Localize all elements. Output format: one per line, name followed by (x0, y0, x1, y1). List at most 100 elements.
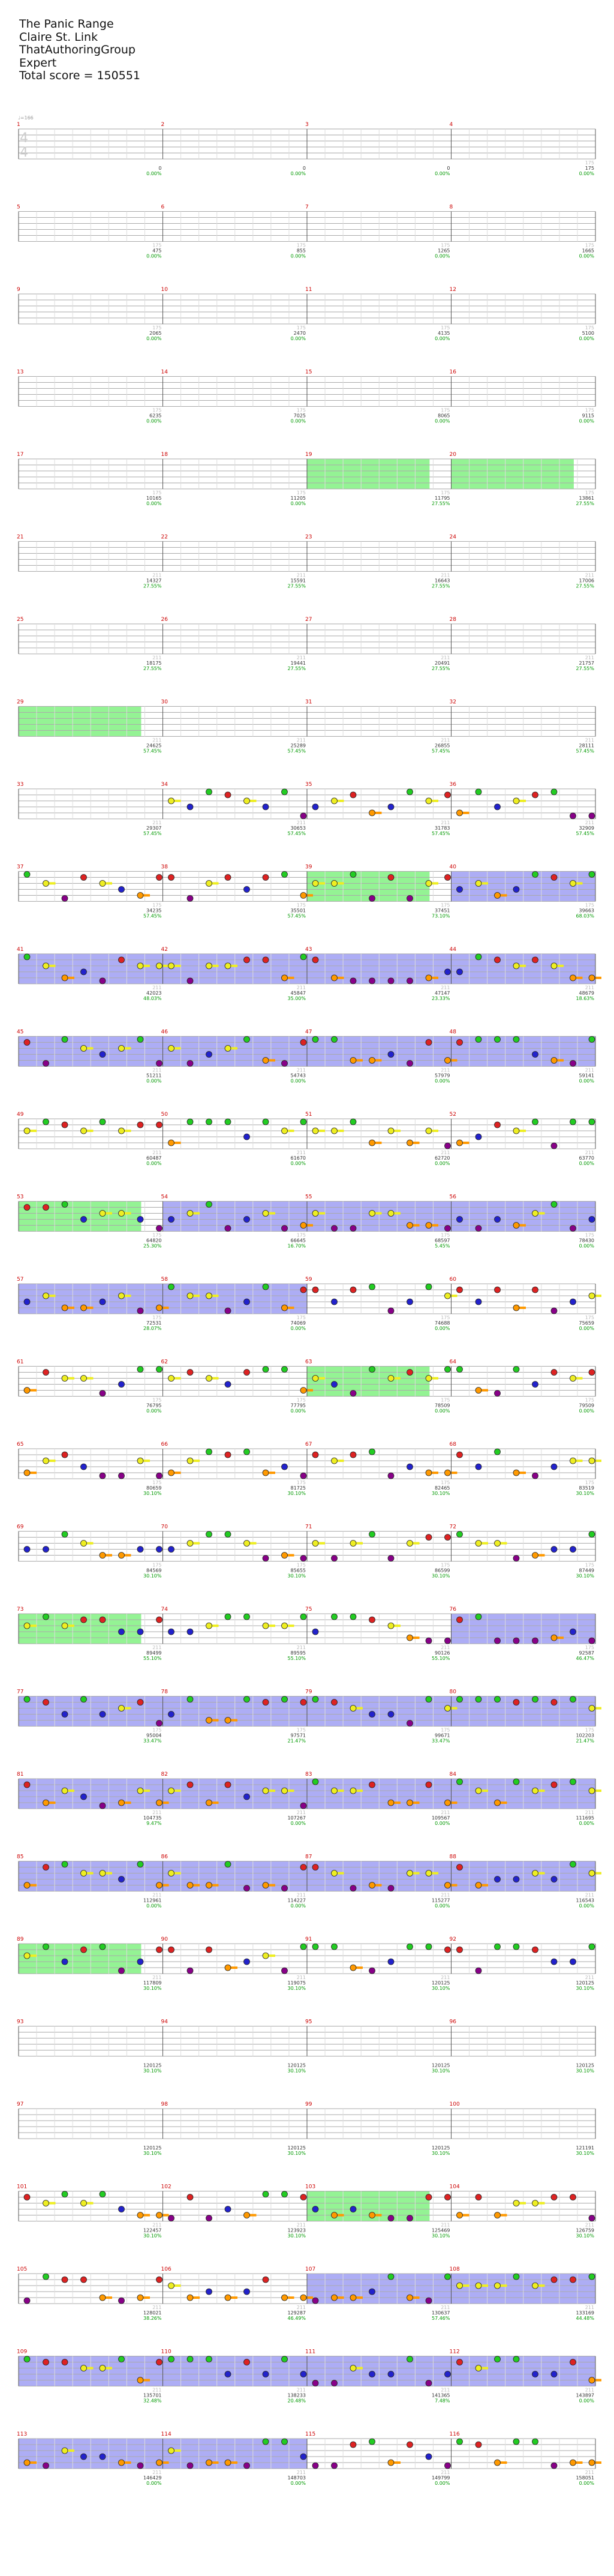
note (350, 1787, 357, 1794)
note (137, 2377, 144, 2383)
note (312, 1286, 319, 1293)
note (456, 968, 463, 975)
note (186, 1457, 194, 1464)
sustain-tail (27, 2461, 37, 2464)
note (513, 2273, 520, 2280)
measure-multiplier: 175 (152, 1728, 161, 1733)
measure-score: 2470 (294, 331, 306, 336)
note (168, 2356, 174, 2362)
measure-number: 77 (17, 1689, 23, 1695)
note (588, 1216, 595, 1223)
sustain-tail (159, 1884, 169, 1887)
measure-score: 78430 (579, 1238, 594, 1244)
note (61, 895, 68, 902)
measure-multiplier: 175 (441, 325, 450, 331)
note (118, 1628, 125, 1635)
measure-number: 111 (305, 2349, 315, 2355)
measure-score: 14327 (146, 578, 161, 584)
note (456, 2282, 463, 2289)
sustain-tail (266, 1212, 275, 1215)
measure-percent: 25.30% (143, 1244, 162, 1249)
measure-number: 94 (161, 2019, 168, 2025)
measure-number: 71 (305, 1524, 312, 1530)
note (331, 1943, 338, 1950)
sustain-tail (410, 1224, 420, 1227)
note (312, 1864, 319, 1871)
measure-score: 16643 (435, 578, 450, 584)
measure-score: 66645 (291, 1238, 306, 1244)
note (99, 880, 106, 887)
measure-number: 81 (17, 1772, 23, 1778)
note (444, 874, 451, 881)
measure-percent: 0.00% (146, 501, 162, 506)
note (387, 874, 395, 881)
note (137, 892, 144, 899)
sustain-tail (46, 1802, 56, 1804)
measure-number: 13 (17, 370, 23, 376)
note (118, 886, 125, 893)
sustain-tail (159, 1307, 169, 1309)
sustain-tail (83, 1542, 94, 1545)
measure-number: 80 (450, 1689, 457, 1695)
note (312, 1628, 319, 1635)
note (331, 1870, 338, 1877)
note (494, 1390, 501, 1397)
measure-percent: 0.00% (579, 1326, 595, 1331)
note (243, 956, 250, 963)
note (156, 1616, 162, 1623)
measure-percent: 0.00% (291, 1821, 306, 1826)
note (550, 962, 558, 969)
measure-multiplier: 175 (441, 903, 450, 908)
note (61, 1375, 68, 1382)
measure-percent: 0.00% (579, 1079, 595, 1084)
measure-number: 65 (17, 1442, 23, 1448)
note (168, 2282, 174, 2289)
measure-percent: 30.10% (143, 2233, 162, 2239)
note (331, 880, 338, 887)
note (588, 871, 595, 878)
note (513, 2200, 520, 2206)
sustain-tail (228, 1966, 237, 1969)
sustain-tail (535, 1554, 545, 1557)
measure-score: 120125 (143, 2145, 162, 2151)
note (156, 1472, 162, 1479)
note (369, 1366, 375, 1373)
measure-multiplier: 211 (152, 820, 161, 825)
note (369, 977, 375, 984)
measure-score: 143897 (576, 2393, 594, 2398)
measure-number: 74 (161, 1607, 168, 1613)
note (262, 1210, 269, 1217)
measure-multiplier: 211 (297, 2223, 306, 2228)
measure-percent: 35.00% (287, 996, 306, 1001)
note (23, 1546, 31, 1553)
sustain-tail (497, 1542, 507, 1545)
sustain-tail (535, 1212, 545, 1215)
sustain-tail (246, 2214, 257, 2217)
measure-score: 47147 (435, 990, 450, 996)
sustain-tail (65, 1790, 74, 1792)
measure-score: 0 (303, 166, 306, 171)
note (387, 803, 395, 810)
note (118, 1210, 125, 1217)
measure-score: 102203 (576, 1733, 594, 1739)
sustain-tail (103, 1554, 112, 1557)
sustain-tail (592, 1707, 601, 1710)
note (206, 2356, 212, 2362)
note (186, 895, 194, 902)
measure-score: 855 (297, 248, 306, 254)
note (137, 1628, 144, 1635)
note (350, 2441, 357, 2448)
measure-percent: 0.00% (579, 1244, 595, 1249)
note (61, 2447, 68, 2454)
note (331, 1613, 338, 1620)
measure-multiplier: 175 (152, 1398, 161, 1403)
note (475, 1787, 482, 1794)
measure-percent: 27.55% (432, 584, 450, 589)
measure-percent: 0.00% (146, 1079, 162, 1084)
measure-number: 41 (17, 947, 23, 953)
sustain-tail (592, 977, 601, 979)
note (312, 1696, 319, 1703)
song-difficulty: Expert (19, 56, 57, 70)
measure-multiplier: 175 (297, 1398, 306, 1403)
note (186, 1210, 194, 1217)
